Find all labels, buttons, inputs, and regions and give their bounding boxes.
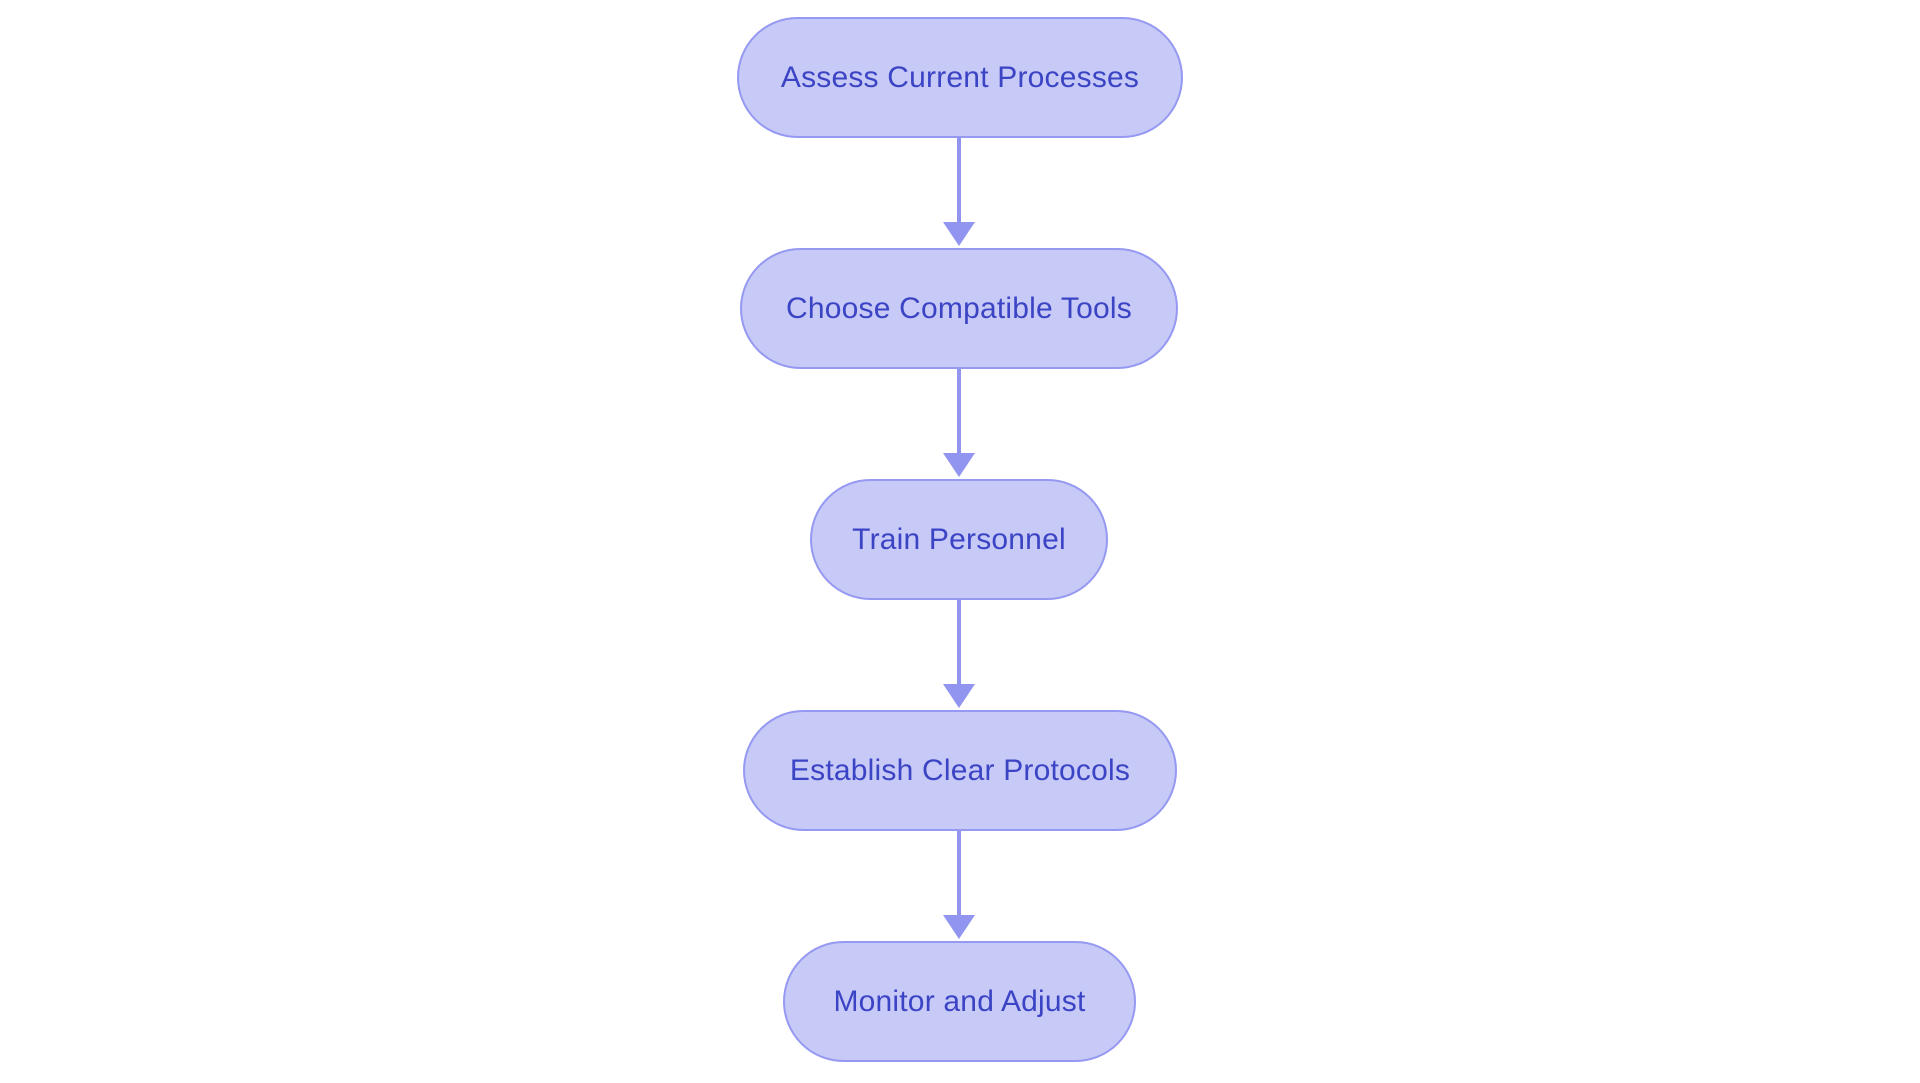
flow-node-label: Assess Current Processes bbox=[780, 60, 1140, 94]
flow-node-choose-compatible-tools: Choose Compatible Tools bbox=[740, 248, 1178, 369]
flow-node-establish-clear-protocols: Establish Clear Protocols bbox=[743, 710, 1177, 831]
flow-node-label: Monitor and Adjust bbox=[833, 984, 1086, 1018]
flow-arrow-4 bbox=[943, 831, 975, 939]
arrowhead-down-icon bbox=[943, 684, 975, 708]
flow-node-monitor-and-adjust: Monitor and Adjust bbox=[783, 941, 1136, 1062]
flow-node-label: Train Personnel bbox=[852, 522, 1066, 556]
flow-arrow-2 bbox=[943, 369, 975, 477]
flow-node-label: Establish Clear Protocols bbox=[789, 753, 1131, 787]
arrowhead-down-icon bbox=[943, 222, 975, 246]
flow-arrow-3 bbox=[943, 600, 975, 708]
flow-arrow-1 bbox=[943, 138, 975, 246]
flow-node-train-personnel: Train Personnel bbox=[810, 479, 1108, 600]
flow-node-label: Choose Compatible Tools bbox=[786, 291, 1132, 325]
arrowhead-down-icon bbox=[943, 453, 975, 477]
arrowhead-down-icon bbox=[943, 915, 975, 939]
flow-node-assess-current-processes: Assess Current Processes bbox=[737, 17, 1183, 138]
